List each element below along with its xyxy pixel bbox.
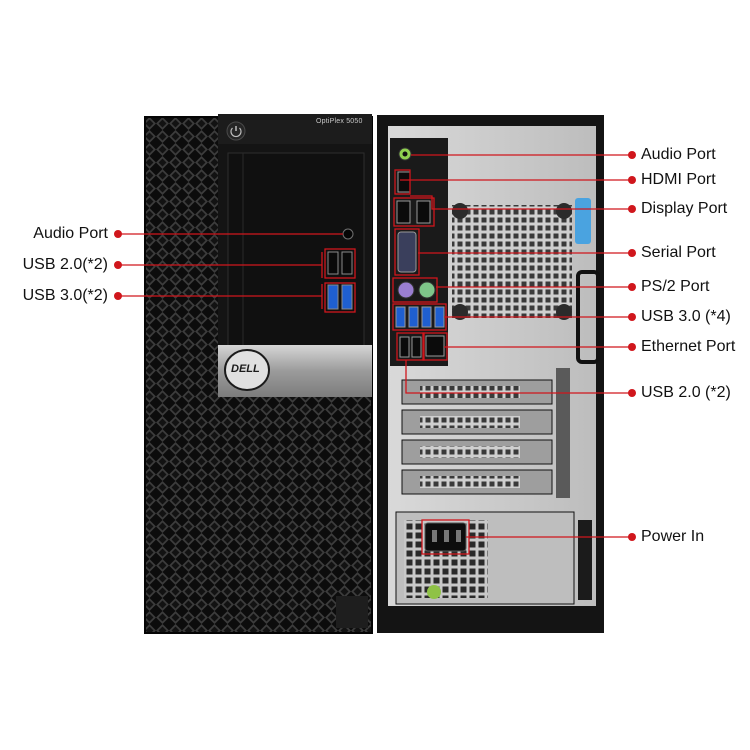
front-label-usb3: USB 3.0(*2): [22, 287, 108, 304]
rear-display-ports: [396, 200, 431, 224]
rear-hdmi-port: [397, 171, 411, 193]
rear-ps2-ports: [397, 281, 436, 299]
callout-dots: [114, 151, 636, 541]
brand-logo-text: DELL: [231, 363, 260, 375]
rear-label-display-port: Display Port: [641, 200, 728, 217]
rear-label-serial-port: Serial Port: [641, 244, 716, 261]
dell-logo: [224, 349, 270, 391]
rear-label-usb3: USB 3.0 (*4): [641, 308, 731, 325]
front-label-usb2: USB 2.0(*2): [22, 256, 108, 273]
rear-view: [377, 115, 604, 633]
front-audio-jack: [342, 228, 354, 240]
rear-ethernet-port: [425, 335, 445, 357]
rear-label-audio-port: Audio Port: [641, 146, 716, 163]
expansion-slots: [401, 379, 553, 495]
front-label-audio-port: Audio Port: [33, 225, 108, 242]
front-usb2-ports: [327, 251, 353, 275]
rear-label-hdmi-port: HDMI Port: [641, 171, 716, 188]
rear-fan-vent: [452, 205, 572, 318]
rear-label-ps2-port: PS/2 Port: [641, 278, 710, 295]
rear-usb2-ports: [399, 336, 422, 358]
model-name: OptiPlex 5050: [316, 118, 363, 125]
rear-label-usb2: USB 2.0 (*2): [641, 384, 731, 401]
blue-latch: [575, 198, 591, 244]
rear-label-power-in: Power In: [641, 528, 705, 545]
front-usb3-ports: [327, 284, 353, 310]
rear-serial-port: [397, 231, 417, 273]
callout-lines: [118, 154, 632, 538]
rear-label-ethernet-port: Ethernet Port: [641, 338, 736, 355]
callout-rects: [324, 169, 470, 555]
